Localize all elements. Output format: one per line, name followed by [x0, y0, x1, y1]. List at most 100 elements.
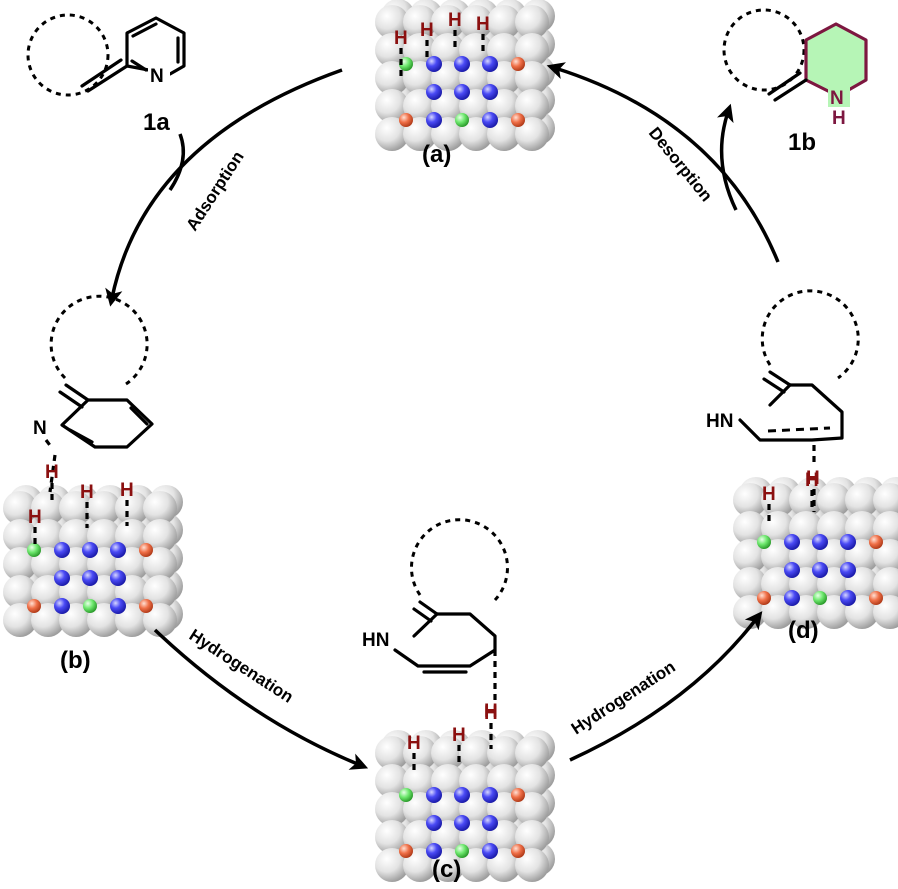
oxygen-atom — [511, 57, 525, 71]
surface-atom — [87, 491, 121, 525]
nitrogen-dopant-atom — [110, 598, 126, 614]
bridging-hydrogen: H — [484, 701, 498, 722]
green-dopant-atom — [813, 591, 827, 605]
adsorbed-hydrogen: H — [452, 725, 466, 746]
oxygen-atom — [757, 591, 771, 605]
adsorbed-molecule-d: HN — [705, 289, 860, 442]
surface-atom — [459, 5, 493, 39]
adsorbed-hydrogen: H — [448, 10, 462, 31]
product-1b: N H 1b — [722, 8, 868, 156]
atom-hn: HN — [706, 411, 733, 432]
oxygen-atom — [511, 788, 525, 802]
adsorbed-molecule-b: N — [32, 294, 154, 449]
reactant-1a: N 1a — [26, 13, 186, 136]
adsorbed-hydrogen: H — [420, 20, 434, 41]
surface-atom — [487, 736, 521, 770]
nitrogen-dopant-atom — [82, 542, 98, 558]
nitrogen-dopant-atom — [454, 787, 470, 803]
arrow-1a-merge — [168, 133, 186, 191]
surface-atom — [733, 567, 767, 601]
state-label-b: (b) — [60, 647, 91, 674]
atom-n: N — [33, 418, 47, 439]
fused-ring-placeholder — [26, 13, 110, 97]
surface-atom — [375, 33, 409, 67]
nitrogen-dopant-atom — [426, 56, 442, 72]
nitrogen-dopant-atom — [426, 112, 442, 128]
state-label-a: (a) — [422, 141, 451, 168]
surface-atom — [143, 491, 177, 525]
oxygen-atom — [511, 113, 525, 127]
green-dopant-atom — [83, 599, 97, 613]
arrow-hydrogenation-1 — [153, 628, 369, 770]
surface-atom — [487, 5, 521, 39]
surface-atom — [375, 792, 409, 826]
arrow-adsorption — [105, 68, 343, 307]
adsorbed-hydrogen: H — [805, 470, 819, 491]
atom-n: N — [150, 66, 164, 87]
arrow-desorption-branch — [716, 103, 738, 211]
oxygen-atom — [511, 844, 525, 858]
nitrogen-dopant-atom — [812, 534, 828, 550]
surface-atom — [375, 764, 409, 798]
nitrogen-dopant-atom — [840, 562, 856, 578]
arrow-hydrogenation-2 — [569, 611, 763, 762]
adsorbed-hydrogen: H — [484, 703, 498, 724]
surface-atom — [733, 483, 767, 517]
surface-atom — [733, 511, 767, 545]
surface-atom — [143, 603, 177, 637]
oxygen-atom — [139, 599, 153, 613]
label-desorption: Desorption — [645, 124, 716, 206]
green-dopant-atom — [399, 788, 413, 802]
fused-ring-placeholder — [722, 8, 806, 92]
oxygen-atom — [869, 591, 883, 605]
surface-atom — [3, 547, 37, 581]
surface-atom — [59, 491, 93, 525]
surface-atom — [403, 736, 437, 770]
surface-atom — [515, 117, 549, 151]
nitrogen-dopant-atom — [454, 84, 470, 100]
surface-atom — [31, 491, 65, 525]
surface-atom — [515, 848, 549, 882]
atom-n: N — [830, 88, 844, 109]
nitrogen-dopant-atom — [840, 534, 856, 550]
nitrogen-dopant-atom — [426, 787, 442, 803]
adsorbed-hydrogen: H — [407, 733, 421, 754]
green-dopant-atom — [455, 113, 469, 127]
label-adsorption: Adsorption — [182, 148, 247, 234]
nitrogen-dopant-atom — [482, 56, 498, 72]
surface-atom — [375, 736, 409, 770]
oxygen-atom — [399, 113, 413, 127]
state-label-c: (c) — [432, 856, 461, 883]
bridging-hydrogen: H — [45, 462, 59, 483]
surface-atom — [143, 519, 177, 553]
nitrogen-dopant-atom — [426, 815, 442, 831]
surface-atom — [733, 539, 767, 573]
atom-hn: HN — [362, 630, 389, 651]
surface-atom — [845, 483, 879, 517]
surface-atom — [143, 575, 177, 609]
nitrogen-dopant-atom — [482, 843, 498, 859]
adsorbed-hydrogen: H — [762, 484, 776, 505]
green-dopant-atom — [27, 543, 41, 557]
nitrogen-dopant-atom — [784, 534, 800, 550]
nitrogen-dopant-atom — [82, 570, 98, 586]
green-dopant-atom — [455, 844, 469, 858]
oxygen-atom — [869, 535, 883, 549]
label-hydrogenation-1: Hydrogenation — [186, 625, 297, 706]
oxygen-atom — [27, 599, 41, 613]
surface-atom — [515, 764, 549, 798]
nitrogen-dopant-atom — [482, 112, 498, 128]
nitrogen-dopant-atom — [54, 598, 70, 614]
surface-atom — [3, 519, 37, 553]
label-1b: 1b — [788, 129, 816, 156]
surface-atom — [459, 736, 493, 770]
nitrogen-dopant-atom — [784, 562, 800, 578]
surface-atom — [375, 61, 409, 95]
surface-atom — [515, 820, 549, 854]
catalyst-surface-d: HHH — [733, 445, 898, 629]
nitrogen-dopant-atom — [110, 542, 126, 558]
